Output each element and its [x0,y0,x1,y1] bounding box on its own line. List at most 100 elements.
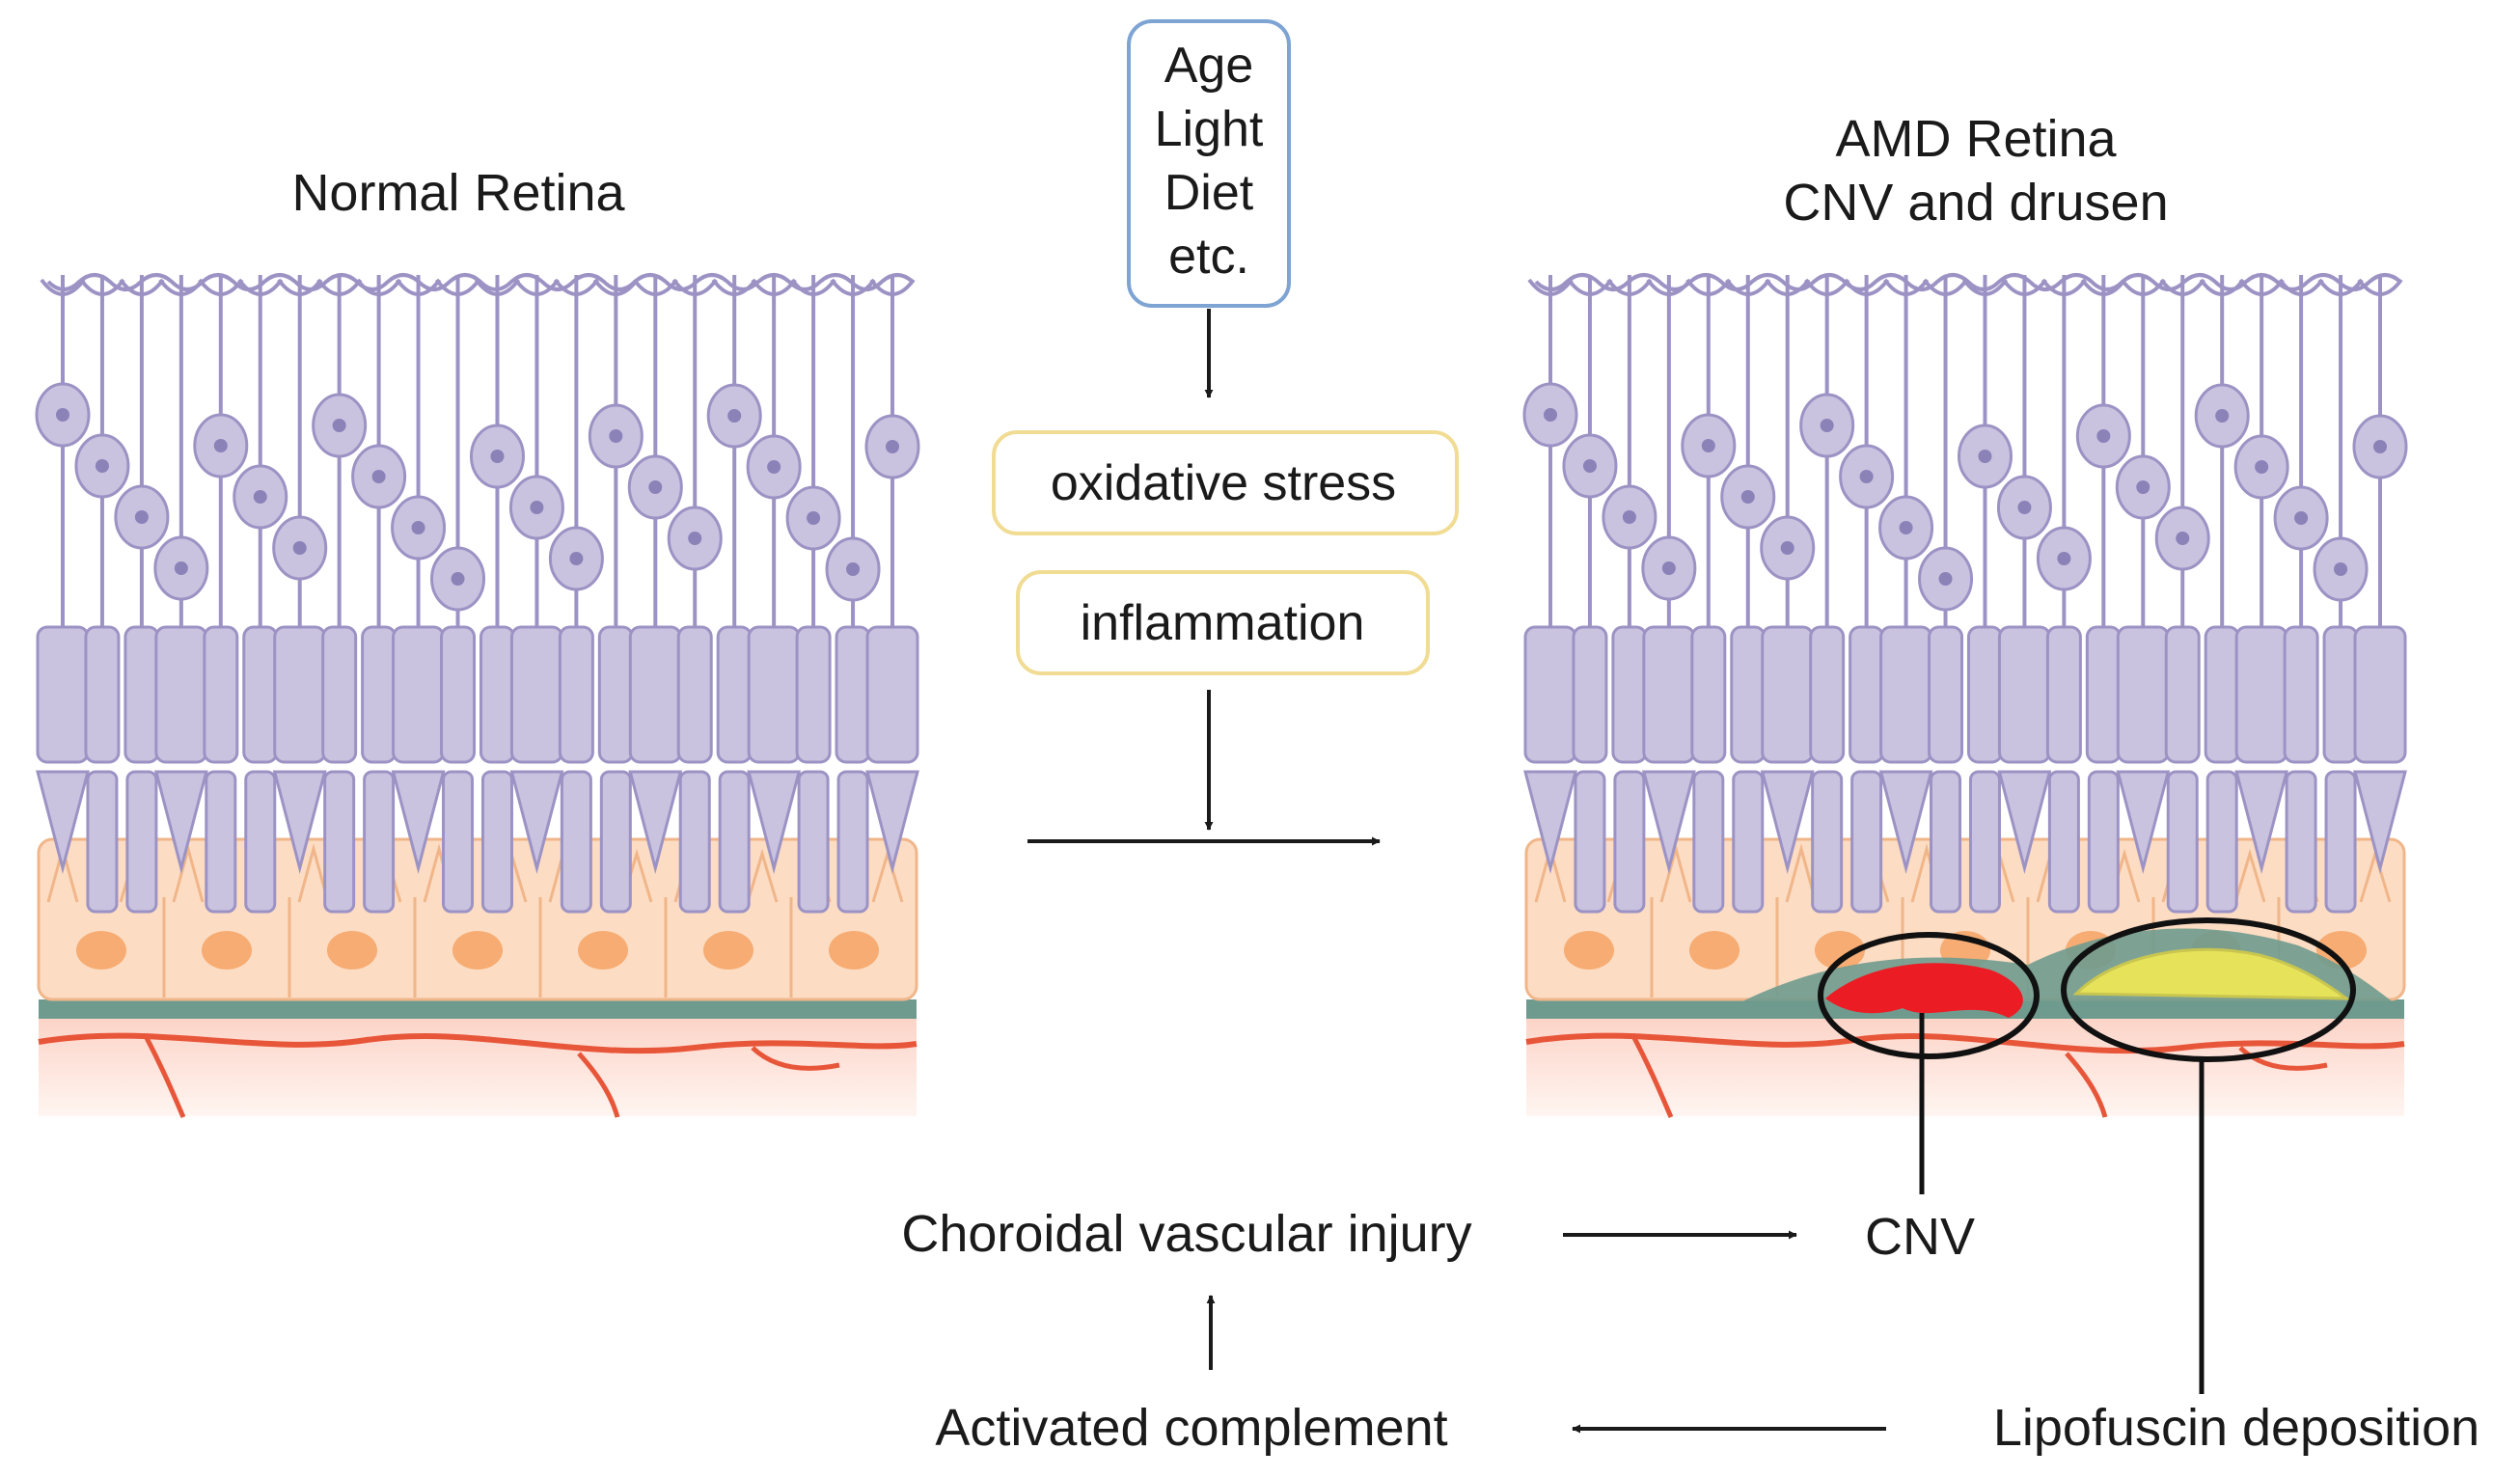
rpe-nucleus [76,931,126,970]
photoreceptor-inner-segment [795,625,832,764]
rod-outer-segment [1574,770,1606,914]
photoreceptor-inner-segment [2234,625,2288,764]
photoreceptor-nucleus [292,541,307,555]
rod-outer-segment [797,770,830,914]
photoreceptor-synapse [474,275,521,296]
photoreceptor-inner-segment [123,625,160,764]
photoreceptor-inner-segment [1809,625,1846,764]
rod-outer-segment [1732,770,1765,914]
photoreceptor-inner-segment [2164,625,2201,764]
drusen-deposit [2072,947,2351,1000]
choroid-layer [39,1015,917,1116]
rpe-nucleus [829,931,879,970]
outer-plexiform-layer [1534,273,2402,291]
photoreceptor-nucleus [1740,490,1755,504]
choroidal-injury-label: Choroidal vascular injury [901,1205,1471,1263]
photoreceptor-nucleus [1978,450,1992,463]
photoreceptor-inner-segment [2204,625,2240,764]
photoreceptor-nucleus [727,409,742,423]
photoreceptor-inner-segment [273,625,327,764]
cone-outer-segment [2116,770,2171,874]
photoreceptor-inner-segment [1849,625,1885,764]
photoreceptor-nucleus [1622,510,1636,524]
rpe-layer [37,837,918,1001]
rod-outer-segment [2285,770,2317,914]
rpe-nucleus [327,931,377,970]
photoreceptor-nucleus [1701,439,1715,452]
photoreceptor-inner-segment [361,625,397,764]
choroid-vessel [2065,1052,2108,1118]
rod-outer-segment [2166,770,2199,914]
rpe-nucleus [1564,931,1614,970]
choroid-vessel [142,1032,186,1118]
choroid-vessel [38,1032,918,1054]
photoreceptor-inner-segment [1523,625,1577,764]
cone-outer-segment [36,770,90,874]
amd-retina-illustration [1522,273,2408,1394]
cone-outer-segment [747,770,802,874]
rod-outer-segment [2087,770,2120,914]
photoreceptor-nucleus [1820,419,1834,432]
drusen-highlight-ellipse [2061,917,2356,1062]
inflammation-label: inflammation [1081,595,1365,651]
rod-outer-segment [2047,770,2080,914]
cone-outer-segment [1878,770,1933,874]
rod-outer-segment [205,770,237,914]
photoreceptor-nucleus [609,429,623,443]
cone-outer-segment [2234,770,2289,874]
photoreceptor-inner-segment [716,625,753,764]
photoreceptor-nucleus [648,480,663,494]
photoreceptor-nucleus [490,450,505,463]
photoreceptor-synapse [1961,275,2009,296]
photoreceptor-nucleus [846,562,861,576]
photoreceptor-nucleus [134,510,149,524]
cone-outer-segment [509,770,564,874]
photoreceptor-inner-segment [1879,625,1933,764]
cone-outer-segment [391,770,446,874]
rod-outer-segment [480,770,513,914]
rod-outer-segment [560,770,592,914]
photoreceptor-inner-segment [1997,625,2051,764]
photoreceptor-inner-segment [747,625,801,764]
rod-outer-segment [86,770,119,914]
photoreceptor-nucleus [530,501,544,514]
choroid-vessel [2238,1046,2328,1071]
photoreceptor-nucleus [2057,552,2071,565]
photoreceptor-inner-segment [440,625,477,764]
oxidative-stress-box [992,430,1459,535]
photoreceptor-inner-segment [2283,625,2319,764]
photoreceptor-inner-segment [1690,625,1727,764]
cone-outer-segment [272,770,327,874]
photoreceptor-nucleus [2096,429,2111,443]
photoreceptor-inner-segment [84,625,121,764]
photoreceptor-nucleus [1544,408,1557,422]
photoreceptor-nucleus [174,561,188,575]
photoreceptor-inner-segment [392,625,446,764]
cone-outer-segment [1997,770,2052,874]
photoreceptor-nucleus [2334,562,2348,576]
rod-outer-segment [1850,770,1883,914]
rpe-nucleus [1689,931,1739,970]
photoreceptor-nucleus [451,572,465,586]
normal-retina-illustration [35,273,920,1118]
photoreceptor-nucleus [332,419,346,432]
choroid-vessel [1630,1032,1674,1118]
rod-outer-segment [678,770,711,914]
rod-outer-segment [1968,770,2001,914]
rpe-nucleus [202,931,252,970]
risk-factors-box [1127,19,1291,308]
cone-outer-segment [1760,770,1815,874]
photoreceptor-nucleus [2136,480,2150,494]
inflammation-box [1016,570,1430,675]
photoreceptor-synapse [1527,275,1574,296]
rod-outer-segment [442,770,475,914]
cnv-lesion [1825,963,2023,1018]
photoreceptor-inner-segment [1642,625,1696,764]
normal-retina-title: Normal Retina [291,164,625,222]
photoreceptor-inner-segment [479,625,515,764]
photoreceptor-inner-segment [1928,625,1964,764]
photoreceptor-inner-segment [628,625,682,764]
photoreceptor-inner-segment [2353,625,2407,764]
rod-outer-segment [363,770,396,914]
photoreceptor-nucleus [1582,459,1597,473]
